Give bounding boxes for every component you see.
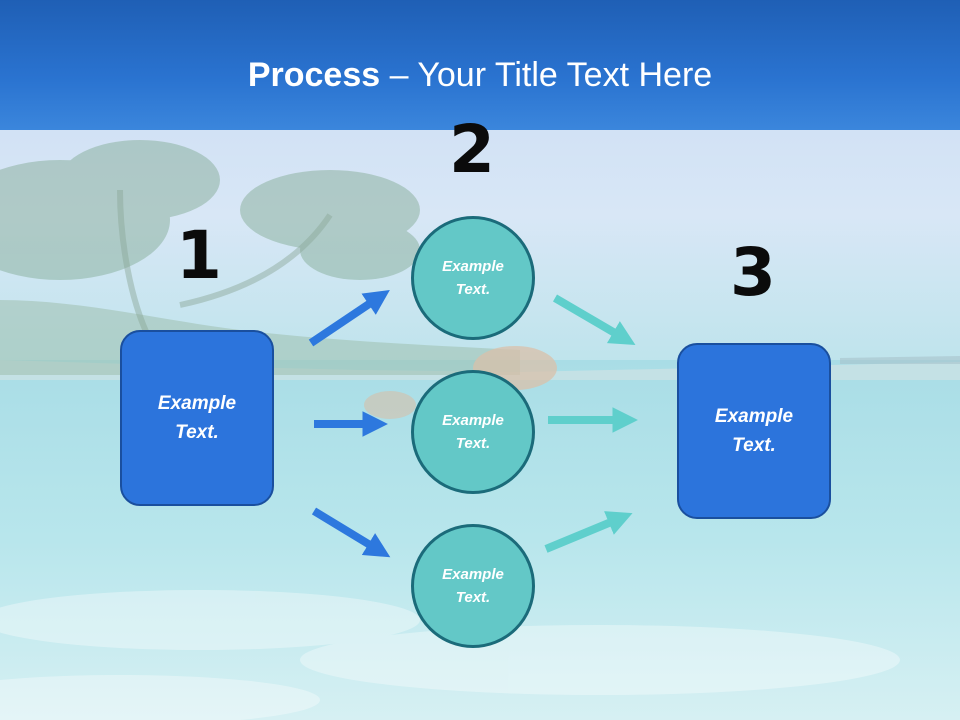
step-3-number: 3 <box>730 234 776 311</box>
step-2-number: 2 <box>449 111 495 188</box>
step-2-item-text: Example Text. <box>442 412 504 452</box>
step-1-text: Example Text. <box>157 393 237 443</box>
step-2-item-text: Example Text. <box>442 566 504 606</box>
title-rest: – Your Title Text Here <box>380 56 713 94</box>
step-3-text: Example Text. <box>714 406 794 456</box>
arrow-right-icon <box>544 511 633 553</box>
title-bar <box>0 0 960 130</box>
step-2-circle-top: Example Text. <box>411 216 535 340</box>
step-2-circle-bottom: Example Text. <box>411 524 535 648</box>
step-2-circle-middle: Example Text. <box>411 370 535 494</box>
step-3-box: Example Text. <box>677 343 831 519</box>
slide-title: Process – Your Title Text Here <box>0 55 960 95</box>
arrow-right-icon <box>311 507 391 558</box>
arrow-right-icon <box>552 294 636 346</box>
step-1-box: Example Text. <box>120 330 274 506</box>
arrow-right-icon <box>308 290 390 347</box>
step-2-item-text: Example Text. <box>442 258 504 298</box>
step-1-number: 1 <box>176 217 222 294</box>
title-bold: Process <box>247 56 381 94</box>
